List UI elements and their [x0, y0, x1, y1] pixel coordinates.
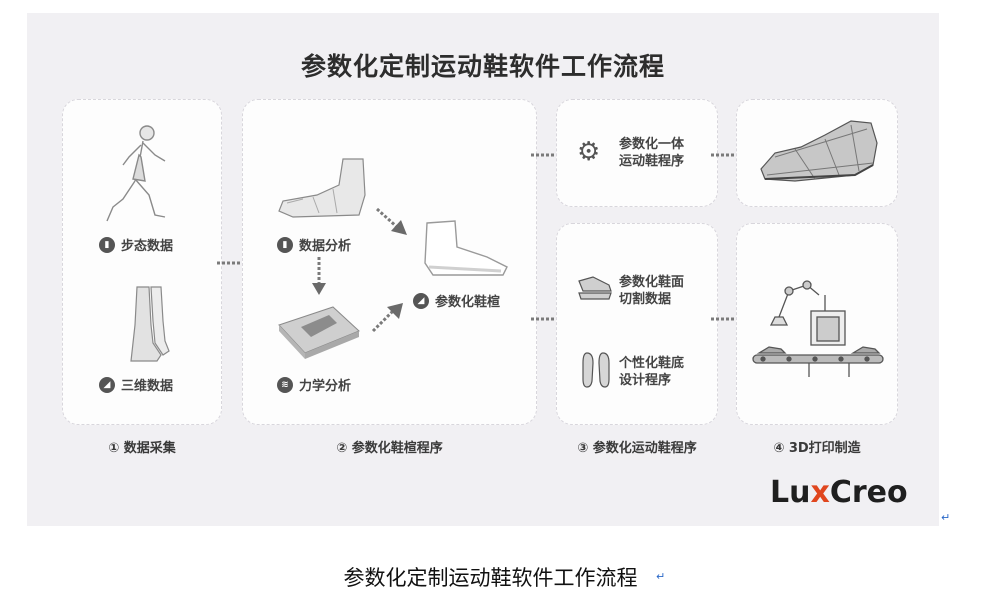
- card-shoe-program-bottom: [556, 223, 718, 425]
- return-mark-icon: ↵: [941, 511, 951, 524]
- label-parametric-last: ◢ 参数化鞋楦: [413, 291, 500, 310]
- arrow-analysis-down: [312, 257, 326, 295]
- bar-chart-icon: ▮: [277, 236, 293, 253]
- robot-factory-illustration: [752, 280, 884, 377]
- caption-step3: ③ 参数化运动鞋程序: [577, 441, 697, 456]
- shoe-last-illustration: [424, 220, 508, 276]
- layers-icon: ≋: [277, 376, 293, 393]
- insole-icon: [582, 352, 610, 388]
- diagram-title: 参数化定制运动鞋软件工作流程: [300, 52, 665, 81]
- caption-step2: ② 参数化鞋楦程序: [336, 441, 443, 456]
- label-mechanics-analysis: ≋ 力学分析: [277, 375, 351, 394]
- arrow-mechanics-to-last: [371, 303, 403, 333]
- diagram-panel: 参数化定制运动鞋软件工作流程 ▮ 步态数据 ◢ 三维数据: [27, 13, 939, 526]
- lattice-shoe-illustration: [760, 120, 878, 182]
- legs-scan-illustration: [130, 286, 170, 362]
- figure-caption: 参数化定制运动鞋软件工作流程: [343, 566, 638, 590]
- foot-icon: ◢: [99, 376, 115, 393]
- label-upper-cut-data: 参数化鞋面 切割数据: [619, 275, 685, 307]
- foot-scan-illustration: [278, 158, 366, 218]
- shoe-upper-icon: [578, 276, 612, 300]
- caption-step1: ① 数据采集: [108, 441, 176, 456]
- return-mark-icon: ↵: [656, 570, 666, 583]
- arrow-scan-to-last: [375, 207, 407, 235]
- label-data-analysis: ▮ 数据分析: [277, 235, 351, 254]
- luxcreo-logo: LuxCreo: [770, 475, 908, 510]
- card-shoe-program-top: [556, 99, 718, 207]
- gears-icon: ⚙: [577, 137, 601, 167]
- pressure-map-illustration: [278, 306, 360, 359]
- label-integrated-program: 参数化一体 运动鞋程序: [619, 137, 685, 169]
- caption-step4: ④ 3D打印制造: [773, 441, 861, 456]
- label-sole-design: 个性化鞋底 设计程序: [619, 356, 685, 388]
- bar-chart-icon: ▮: [99, 236, 115, 253]
- label-3d-data: ◢ 三维数据: [99, 375, 173, 394]
- card-data-collection: [62, 99, 222, 425]
- runner-illustration: [106, 125, 166, 222]
- label-gait-data: ▮ 步态数据: [99, 235, 173, 254]
- shoe-last-icon: ◢: [413, 292, 429, 309]
